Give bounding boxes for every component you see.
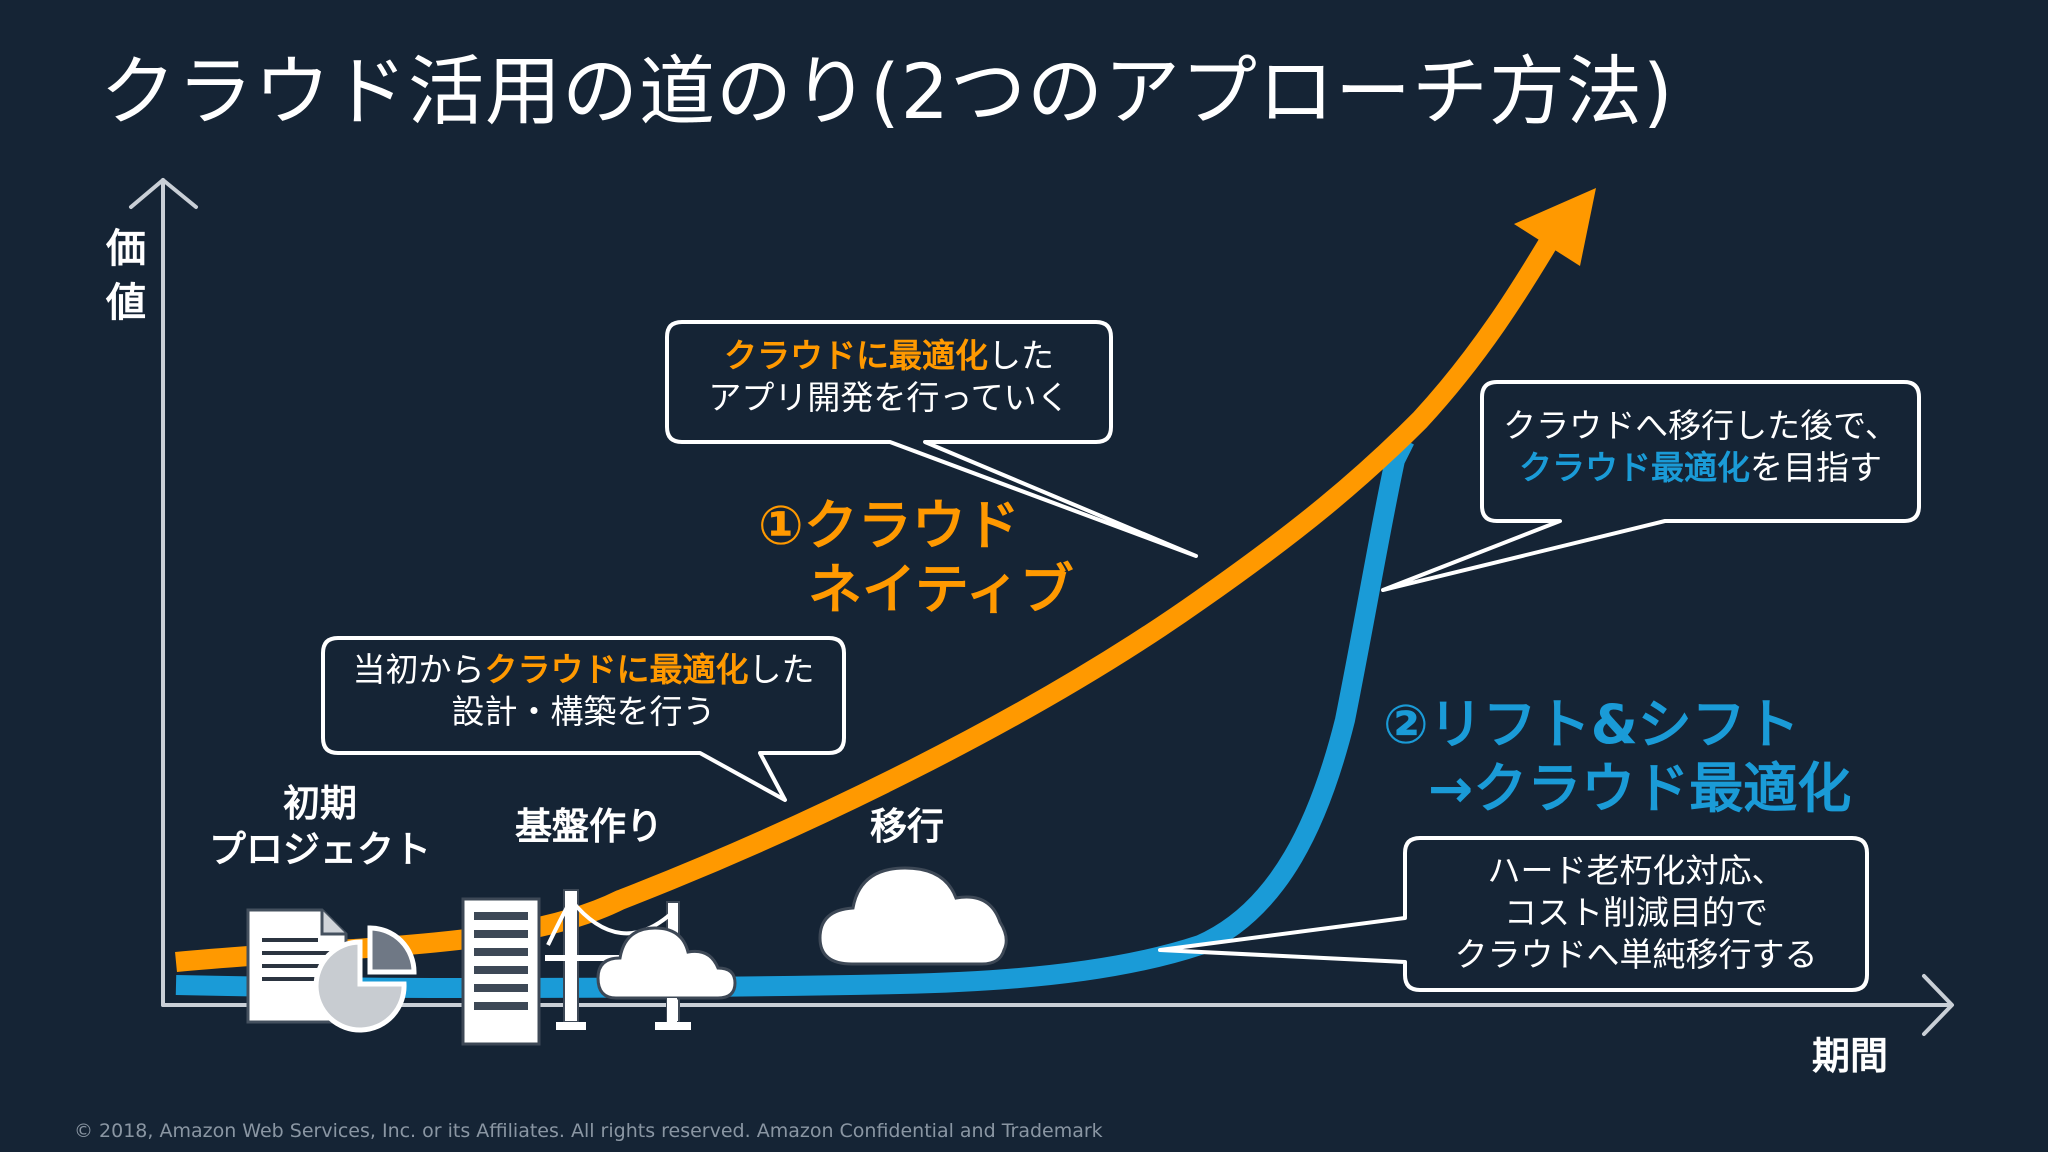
native-approach-label: ①クラウド ネイティブ: [758, 494, 1074, 622]
bubble-text: した: [748, 650, 815, 689]
y-axis-label-char: 価: [106, 226, 146, 272]
stage-migration: 移行: [870, 805, 944, 848]
native-approach-line1: ①クラウド: [758, 494, 1020, 557]
pie-chart-icon: [313, 925, 417, 1033]
bubble-lift-low-shape: [1158, 836, 1869, 992]
bubble-highlight: クラウドに最適化: [724, 336, 988, 375]
lift-approach-line1: ②リフト&シフト: [1383, 693, 1800, 756]
stage-infra: 基盤作り: [515, 805, 663, 848]
cloud-icon: [818, 866, 1008, 966]
bubble-text: した: [988, 336, 1054, 375]
native-approach-line2: ネイティブ: [808, 558, 1074, 621]
bubble-text: クラウドへ単純移行する: [1454, 935, 1818, 974]
cloud-native-arrowhead: [1514, 188, 1596, 266]
server-icon: [461, 897, 541, 1046]
bubble-text: アプリ開発を行っていく: [708, 378, 1070, 417]
page-title: クラウド活用の道のり(2つのアプローチ方法): [100, 47, 1674, 136]
bubble-text: 設計・構築を行う: [451, 692, 716, 731]
stage-initial-project: 初期 プロジェクト: [190, 781, 450, 873]
x-axis-label: 期間: [1812, 1034, 1889, 1078]
bubble-highlight: クラウド最適化: [1519, 448, 1750, 487]
bubble-lift-top-text: クラウドへ移行した後で、 クラウド最適化を目指す: [1482, 405, 1919, 489]
bubble-lift-top-shape: [1381, 380, 1921, 592]
y-axis-arrowhead: [129, 178, 198, 209]
axes: [129, 178, 1954, 1036]
bubble-native-top-shape: [665, 320, 1198, 558]
lift-approach-label: ②リフト&シフト →クラウド最適化: [1383, 693, 1851, 821]
y-axis-label-char: 値: [106, 280, 146, 326]
bubble-lift-low-text: ハード老朽化対応、 コスト削減目的で クラウドへ単純移行する: [1405, 850, 1867, 976]
stage-label: プロジェクト: [209, 828, 431, 871]
y-axis-label: 価 値: [104, 222, 148, 330]
x-axis-arrowhead: [1922, 974, 1954, 1036]
bubble-native-low-text: 当初からクラウドに最適化した 設計・構築を行う: [323, 649, 844, 733]
lift-approach-line2: →クラウド最適化: [1428, 757, 1852, 820]
bubble-native-low-shape: [321, 636, 846, 802]
lift-and-shift-curve: [175, 435, 1414, 998]
bubble-text: ハード老朽化対応、: [1487, 851, 1785, 890]
cloud-icon: [596, 926, 737, 1030]
bubble-native-top-text: クラウドに最適化した アプリ開発を行っていく: [667, 335, 1111, 419]
stage-label: 初期: [283, 782, 357, 825]
bubble-text: 当初から: [352, 650, 485, 689]
bubble-text: を目指す: [1750, 448, 1882, 487]
bubble-text: クラウドへ移行した後で、: [1503, 406, 1898, 445]
bubble-text: コスト削減目的で: [1504, 893, 1768, 932]
footer-copyright: © 2018, Amazon Web Services, Inc. or its…: [74, 1120, 1103, 1142]
bubble-highlight: クラウドに最適化: [484, 650, 749, 689]
